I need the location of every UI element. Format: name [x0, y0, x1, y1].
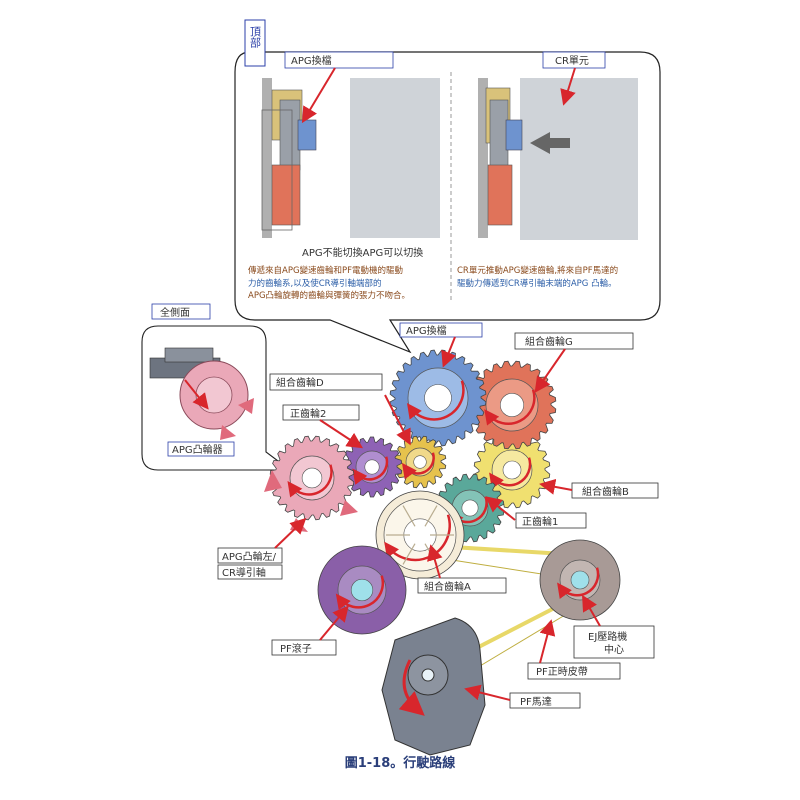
label-gear-a: 組合齒輪A [424, 580, 471, 593]
label-apg-shift: APG換檔 [406, 324, 447, 337]
top-left-label: APG換檔 [291, 54, 332, 67]
apg-shift-label-box [284, 51, 394, 69]
spur-gear-2-rotation-arrow [352, 456, 389, 485]
top-panel: APG換檔 CR單元 APG不能切換APG可以切換 傳遞來自APG變速齒輪和PF… [234, 51, 661, 354]
right-note-line-1: CR單元推動APG變速齒輪,將來自PF馬達的 [457, 265, 618, 276]
gear-d-rotation-arrow [401, 452, 435, 480]
gear-g-axle [499, 392, 524, 417]
gear-g [467, 360, 557, 450]
gear-a-spoke [402, 505, 416, 527]
apg-cam-lobe [340, 500, 358, 516]
ej-roller-rotation-arrow [557, 567, 600, 599]
diagram-labels: APG換檔 組合齒輪G 組合齒輪D 正齒輪2 組合齒輪B 正齒輪1 APG凸輪左… [217, 322, 659, 709]
apg-mechanism-right-illustration [478, 78, 638, 240]
ej-roller [539, 539, 621, 621]
label-cr-guide-shaft: CR導引軸 [222, 566, 266, 579]
gear-d-axle [413, 455, 427, 469]
label-pf-motor: PF馬達 [520, 696, 552, 708]
apg-cam-gear-rotation-arrow [287, 464, 333, 498]
label-gear-g: 組合齒輪G [525, 335, 573, 348]
side-inset: 全側面 APG凸輪器 [141, 303, 292, 471]
apg-cam-inset-label: APG凸輪器 [172, 443, 223, 456]
apg-shift-gear-rotation-arrow [406, 380, 465, 421]
top-view-tab: 頂部 [244, 19, 266, 67]
apg-cam-gear [269, 435, 355, 521]
apg-cam-lobe [264, 470, 282, 492]
gear-g-rotation-arrow [484, 389, 536, 426]
spur-gear-2 [341, 436, 403, 498]
apg-shift-gear [389, 349, 487, 447]
label-apg-cam-left: APG凸輪左/ [222, 550, 277, 563]
apg-cam-gear-axle [301, 467, 323, 489]
spur-gear-2-axle [364, 459, 380, 475]
figure-caption: 圖1-18。行駛路線 [345, 755, 457, 771]
apg-shift-gear-axle [424, 384, 452, 412]
gear-train [264, 349, 621, 635]
left-note-line-3: APG凸輪旋轉的齒輪與彈簧的張力不吻合。 [248, 290, 410, 301]
apg-switch-caption: APG不能切換APG可以切換 [302, 246, 423, 259]
pf-motor [381, 617, 486, 756]
right-note-line-2: 驅動力傳遞到CR導引軸末端的APG 凸輪。 [457, 278, 617, 289]
gear-b-axle [502, 460, 522, 480]
label-spur-gear-2: 正齒輪2 [290, 407, 326, 420]
label-spur-gear-1: 正齒輪1 [522, 515, 558, 528]
left-note-line-2: 力的齒輪系,以及使CR導引軸端部的 [248, 278, 382, 289]
gear-b-rotation-arrow [489, 457, 532, 489]
gear-a-spoke [402, 543, 416, 565]
top-right-label: CR單元 [555, 55, 589, 67]
gear-a-spoke [424, 505, 438, 527]
spur-gear-1-axle [461, 499, 479, 517]
apg-mechanism-left-illustration [261, 78, 440, 238]
side-tab-text: 全側面 [160, 306, 190, 319]
label-gear-d: 組合齒輪D [276, 376, 324, 389]
pf-roller-axle [350, 578, 374, 602]
push-arrow-icon [530, 132, 570, 154]
pf-roller-rotation-arrow [335, 575, 385, 610]
pf-roller [317, 545, 407, 635]
label-pf-timing-belt: PF正時皮帶 [536, 665, 588, 678]
label-gear-b: 組合齒輪B [582, 485, 629, 498]
label-ej-center: 中心 [604, 643, 624, 656]
ej-roller-axle [570, 570, 590, 590]
label-pf-roller: PF滾子 [280, 642, 312, 655]
label-ej-roller: EJ壓路機 [588, 630, 627, 643]
left-note-line-1: 傳遞來自APG變速齒輪和PF電動機的驅動 [248, 265, 403, 276]
top-tab-text: 頂部 [249, 26, 262, 48]
